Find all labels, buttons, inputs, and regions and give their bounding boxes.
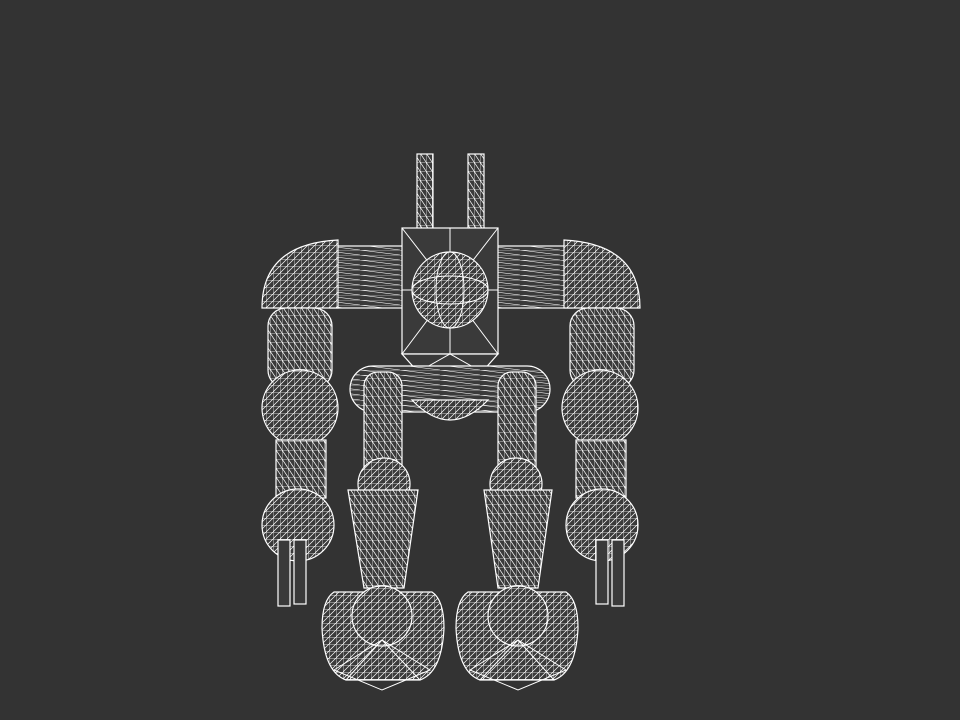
- shoulder-cap-left: [261, 239, 339, 309]
- arm-right: [561, 307, 639, 607]
- foot-left: [321, 585, 445, 691]
- foot-right: [455, 585, 579, 691]
- antenna-right: [467, 153, 485, 237]
- leg-right: [483, 371, 553, 589]
- head-sphere: [411, 251, 489, 329]
- shoulder-cap-right: [563, 239, 641, 309]
- arm-left: [261, 307, 339, 607]
- antenna-left: [416, 153, 434, 237]
- leg-left: [347, 371, 419, 589]
